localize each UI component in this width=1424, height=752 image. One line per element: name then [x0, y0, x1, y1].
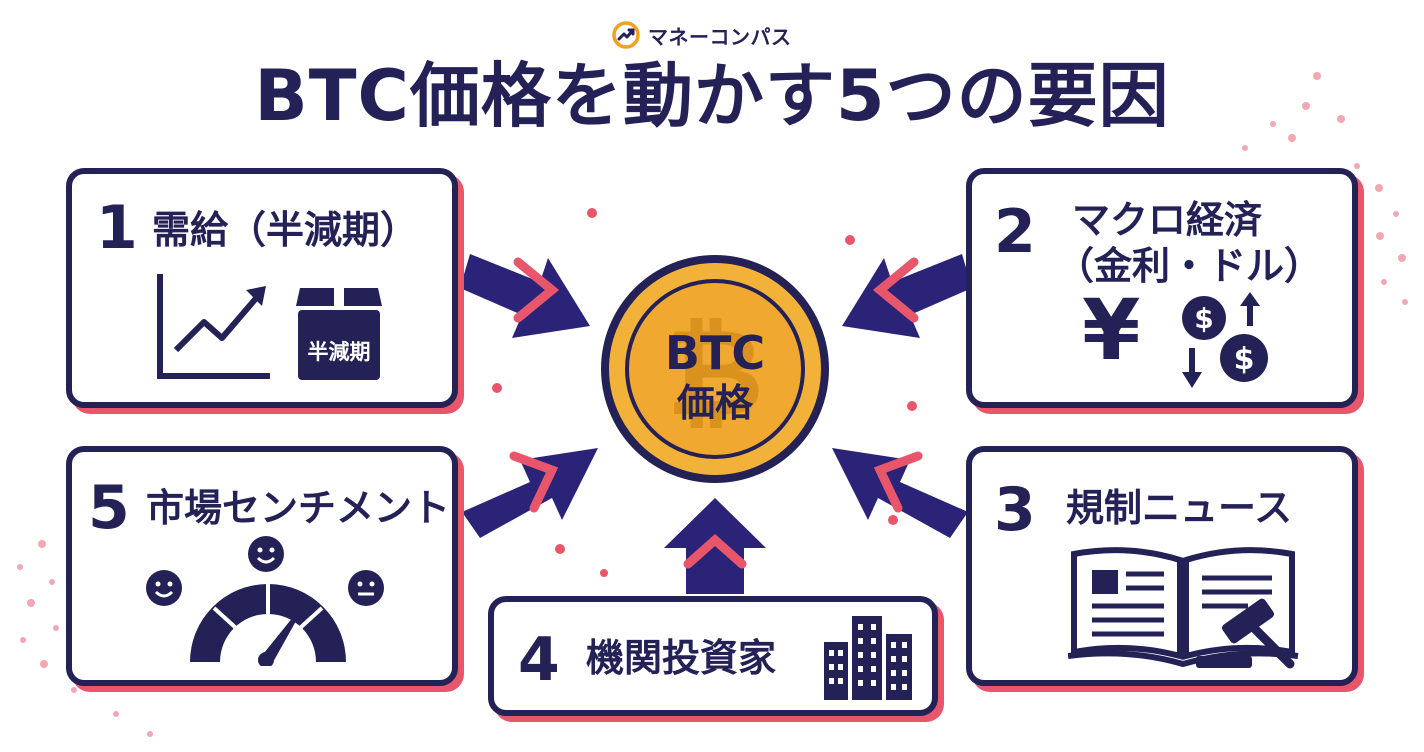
svg-text:$: $ — [1234, 342, 1255, 377]
factor-number: 5 — [88, 473, 130, 543]
line-chart-up-icon — [157, 274, 270, 379]
buildings-icon — [824, 616, 912, 700]
arrow-from-factor-2 — [842, 254, 972, 338]
svg-text:₿: ₿ — [666, 304, 764, 443]
arrow-from-factor-5 — [462, 448, 598, 538]
bitcoin-coin-icon: ₿ — [601, 255, 829, 483]
arrow-from-factor-3 — [832, 448, 968, 538]
arrow-from-factor-1 — [460, 254, 590, 338]
center-label-line1: BTC — [664, 326, 766, 380]
factor-card-2: 2 マクロ経済 （金利・ドル） ¥ $ $ — [966, 168, 1358, 408]
yen-icon: ¥ — [1082, 281, 1141, 379]
factor-card-1: 1 需給（半減期） 半減期 — [66, 168, 458, 408]
gavel-icon — [1196, 598, 1295, 669]
factor-number: 2 — [994, 197, 1036, 267]
svg-text:$: $ — [1194, 302, 1213, 335]
factor-number: 4 — [518, 625, 560, 695]
factor-title: 需給（半減期） — [152, 208, 419, 252]
dollar-exchange-icon: $ $ — [1182, 292, 1268, 388]
brand-name: マネーコンパス — [648, 24, 792, 49]
factor-card-5: 5 市場センチメント — [66, 446, 458, 686]
brand-header: マネーコンパス — [612, 20, 792, 50]
factor-title: 規制ニュース — [1066, 486, 1293, 530]
accent-dots — [492, 208, 917, 577]
factor-title-line1: マクロ経済 — [1072, 198, 1263, 242]
center-label-line2: 価格 — [676, 381, 753, 425]
factor-card-4: 4 機関投資家 — [488, 596, 938, 716]
gauge-icon — [146, 536, 384, 666]
open-book-icon — [1068, 547, 1299, 669]
arrow-from-factor-4 — [664, 498, 766, 594]
smiley-icon — [146, 570, 182, 606]
factor-number: 3 — [994, 475, 1036, 545]
box-icon: 半減期 — [294, 278, 384, 382]
halving-badge: 半減期 — [307, 340, 371, 364]
factor-number: 1 — [96, 193, 138, 263]
page-title: BTC価格を動かす5つの要因 — [254, 55, 1170, 137]
factor-title: 機関投資家 — [586, 636, 777, 680]
factor-card-3: 3 規制ニュース — [966, 446, 1358, 686]
compass-chart-logo-icon — [612, 21, 640, 49]
factor-title: 市場センチメント — [146, 486, 451, 530]
decorative-dots — [17, 72, 1408, 737]
factor-title-line2: （金利・ドル） — [1056, 244, 1323, 288]
